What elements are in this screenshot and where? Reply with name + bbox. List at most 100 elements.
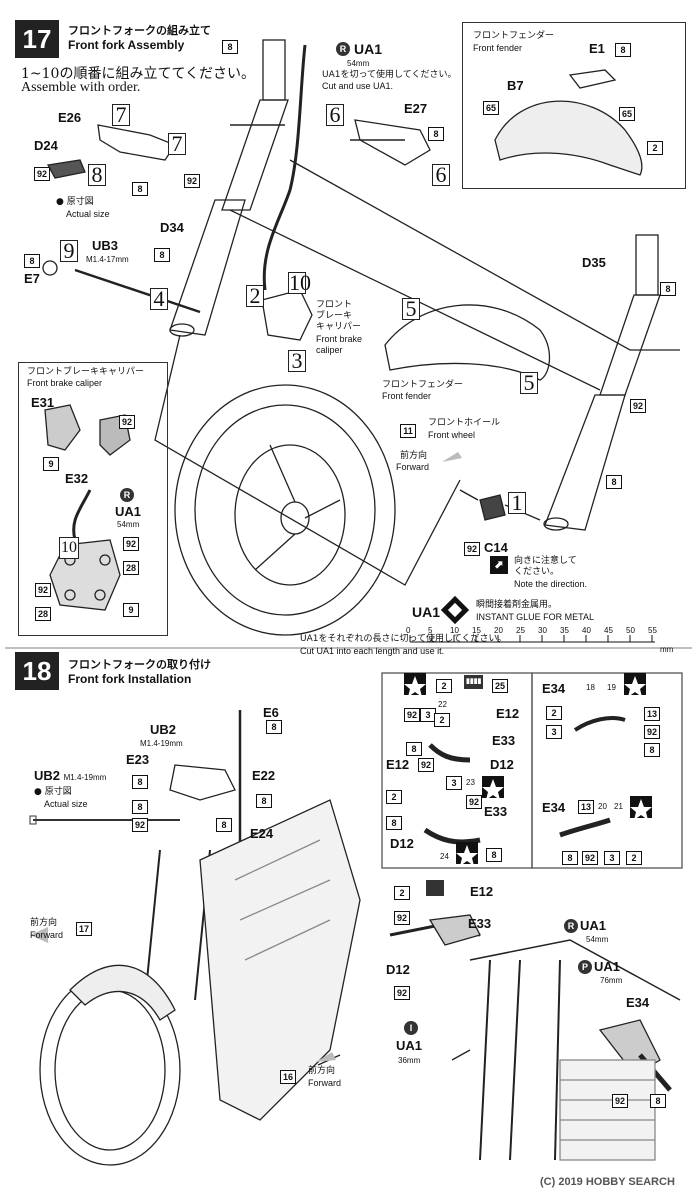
ruler-tick-label: 0 bbox=[406, 626, 411, 635]
ub2-actual-ja: ● 原寸図 bbox=[34, 787, 72, 797]
step18-forward2-ja: 前方向 bbox=[308, 1066, 336, 1076]
step-17-title-ja: フロントフォークの組み立て bbox=[68, 24, 211, 37]
ruler-tick-label: 30 bbox=[538, 626, 547, 635]
part-c14: C14 bbox=[484, 540, 508, 555]
part-e12-a: E12 bbox=[496, 706, 520, 721]
ruler-tick-label: 40 bbox=[582, 626, 591, 635]
part-e27: E27 bbox=[404, 101, 428, 116]
fork-tube-left bbox=[221, 99, 289, 211]
caliper-label-en1: Front brake bbox=[316, 334, 363, 344]
fork-tube-right bbox=[599, 294, 661, 396]
glue-ja: 瞬間接着剤金属用。 bbox=[476, 600, 558, 610]
part-e12-c: E12 bbox=[470, 884, 494, 899]
ua1-length: 54mm bbox=[347, 59, 370, 68]
order-2: 2 bbox=[246, 285, 264, 307]
glue-en: INSTANT GLUE FOR METAL bbox=[476, 612, 595, 622]
part-d35: D35 bbox=[582, 255, 606, 270]
forward-en: Forward bbox=[396, 462, 430, 472]
ruler-tick-label: 50 bbox=[626, 626, 635, 635]
part-d12-a: D12 bbox=[490, 757, 514, 772]
caliper-ua1: UA1 bbox=[115, 504, 142, 519]
caliper-panel-title-en: Front brake caliper bbox=[27, 378, 103, 388]
fork-top-left bbox=[262, 39, 286, 101]
step-18-title-ja: フロントフォークの取り付け bbox=[68, 658, 211, 671]
fork-slider-left bbox=[169, 199, 246, 336]
step18-forward-ja: 前方向 bbox=[30, 918, 58, 928]
order-9: 9 bbox=[60, 240, 78, 262]
ua1-note-ja: UA1を切って使用してください。 bbox=[322, 70, 457, 80]
order-1: 1 bbox=[508, 492, 526, 514]
ua1-r-len: 54mm bbox=[586, 935, 609, 944]
ub2-spec: M1.4-19mm bbox=[140, 739, 183, 748]
part-e34-b: E34 bbox=[542, 800, 566, 815]
actual-size-ja: ● 原寸図 bbox=[56, 197, 94, 207]
order-3: 3 bbox=[288, 350, 306, 372]
direction-note-en: Note the direction. bbox=[514, 579, 588, 589]
part-ub2: UB2 bbox=[150, 722, 177, 737]
step-18-title-en: Front fork Installation bbox=[68, 672, 192, 686]
ruler-tick-label: 15 bbox=[472, 626, 481, 635]
ruler-tick-label: 25 bbox=[516, 626, 525, 635]
part-e12-b: E12 bbox=[386, 757, 410, 772]
ub3-spec: M1.4-17mm bbox=[86, 255, 129, 264]
fender-label-ja: フロントフェンダー bbox=[382, 380, 464, 390]
part-e22: E22 bbox=[252, 768, 276, 783]
fender-label-en: Front fender bbox=[382, 391, 432, 401]
watermark: (C) 2019 HOBBY SEARCH bbox=[540, 1176, 675, 1188]
part-b7: B7 bbox=[507, 78, 524, 93]
glue-part: UA1 bbox=[412, 604, 441, 620]
part-e1: E1 bbox=[589, 41, 605, 56]
caliper-panel-title-ja: フロントブレーキキャリパー bbox=[27, 367, 145, 377]
ruler-tick-label: 5 bbox=[428, 626, 433, 635]
part-e7: E7 bbox=[24, 271, 40, 286]
ruler-tick-label: 10 bbox=[450, 626, 459, 635]
caliper-ua1-len: 54mm bbox=[117, 520, 140, 529]
part-e33-b: E33 bbox=[484, 804, 508, 819]
direction-note-ja1: 向きに注意して bbox=[514, 556, 577, 566]
order-5b: 5 bbox=[520, 372, 538, 394]
ruler-note-ja: UA1をそれぞれの長さに切って使用してください。 bbox=[300, 634, 507, 644]
step18-forward-en: Forward bbox=[30, 930, 64, 940]
ruler-tick-label: 45 bbox=[604, 626, 613, 635]
part-d34: D34 bbox=[160, 220, 184, 235]
order-6a: 6 bbox=[326, 104, 344, 126]
fender-panel-title-en: Front fender bbox=[473, 43, 523, 53]
wheel-label-ja: フロントホイール bbox=[428, 418, 501, 428]
order-6b: 6 bbox=[432, 164, 450, 186]
part-e23: E23 bbox=[126, 752, 150, 767]
order-4: 4 bbox=[150, 288, 168, 310]
ruler-note-en: Cut UA1 into each length and use it. bbox=[300, 646, 445, 656]
step18-forward2-en: Forward bbox=[308, 1078, 342, 1088]
order-7a: 7 bbox=[112, 104, 130, 126]
ua1-p-len: 76mm bbox=[600, 976, 623, 985]
wheel-label-en: Front wheel bbox=[428, 430, 476, 440]
instruction-box: 1~10の順番に組み立ててください。 Assemble with order. bbox=[18, 58, 258, 98]
part-e32: E32 bbox=[65, 471, 89, 486]
actual-size-en: Actual size bbox=[66, 209, 110, 219]
color-code-8: 8 bbox=[222, 40, 238, 54]
caliper-label-ja3: キャリパー bbox=[316, 322, 362, 332]
forward-ja: 前方向 bbox=[400, 451, 428, 461]
part-e24: E24 bbox=[250, 826, 274, 841]
ub2-actual-part: UB2 M1.4-19mm bbox=[34, 768, 107, 783]
ruler-tick-label: 35 bbox=[560, 626, 569, 635]
instruction-en: Assemble with order. bbox=[21, 80, 141, 95]
part-e26: E26 bbox=[58, 110, 82, 125]
ub2-actual-en: Actual size bbox=[44, 799, 88, 809]
fork-slider-right bbox=[544, 394, 626, 531]
part-ub3: UB3 bbox=[92, 238, 119, 253]
ua1-i: UA1 bbox=[396, 1038, 423, 1053]
ua1-note-en: Cut and use UA1. bbox=[322, 81, 394, 91]
part-e31: E31 bbox=[31, 395, 55, 410]
part-d12-c: D12 bbox=[386, 962, 410, 977]
caliper-label-ja2: ブレーキ bbox=[316, 311, 353, 321]
step-17-title-en: Front fork Assembly bbox=[68, 38, 185, 52]
order-5a: 5 bbox=[402, 298, 420, 320]
part-e33-c: E33 bbox=[468, 916, 492, 931]
order-8: 8 bbox=[88, 164, 106, 186]
caliper-label-ja1: フロント bbox=[316, 300, 353, 310]
caliper-label-en2: caliper bbox=[316, 345, 343, 355]
caliper-panel: フロントブレーキキャリパー Front brake caliper E31 92… bbox=[18, 362, 168, 636]
ua1-i-len: 36mm bbox=[398, 1056, 421, 1065]
